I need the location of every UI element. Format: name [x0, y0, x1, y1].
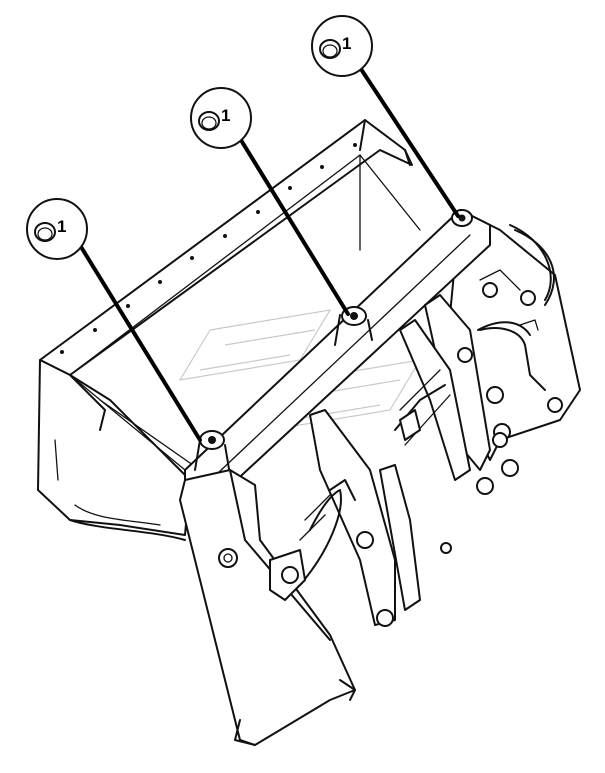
top-edge-holes	[60, 143, 357, 354]
callout-middle: 1	[190, 87, 252, 149]
callout-right: 1	[311, 15, 373, 77]
callout-left: 1	[26, 198, 88, 260]
bucket-body	[37, 119, 461, 541]
front-side-plate	[179, 469, 356, 746]
mount-ribs	[309, 294, 508, 627]
hydraulic-hoses	[269, 369, 452, 601]
leader-lines	[76, 58, 460, 442]
callout-middle-label: 1	[221, 106, 230, 125]
callout-left-label: 1	[57, 217, 66, 236]
hose-loop	[477, 229, 555, 336]
callout-right-label: 1	[342, 34, 351, 53]
